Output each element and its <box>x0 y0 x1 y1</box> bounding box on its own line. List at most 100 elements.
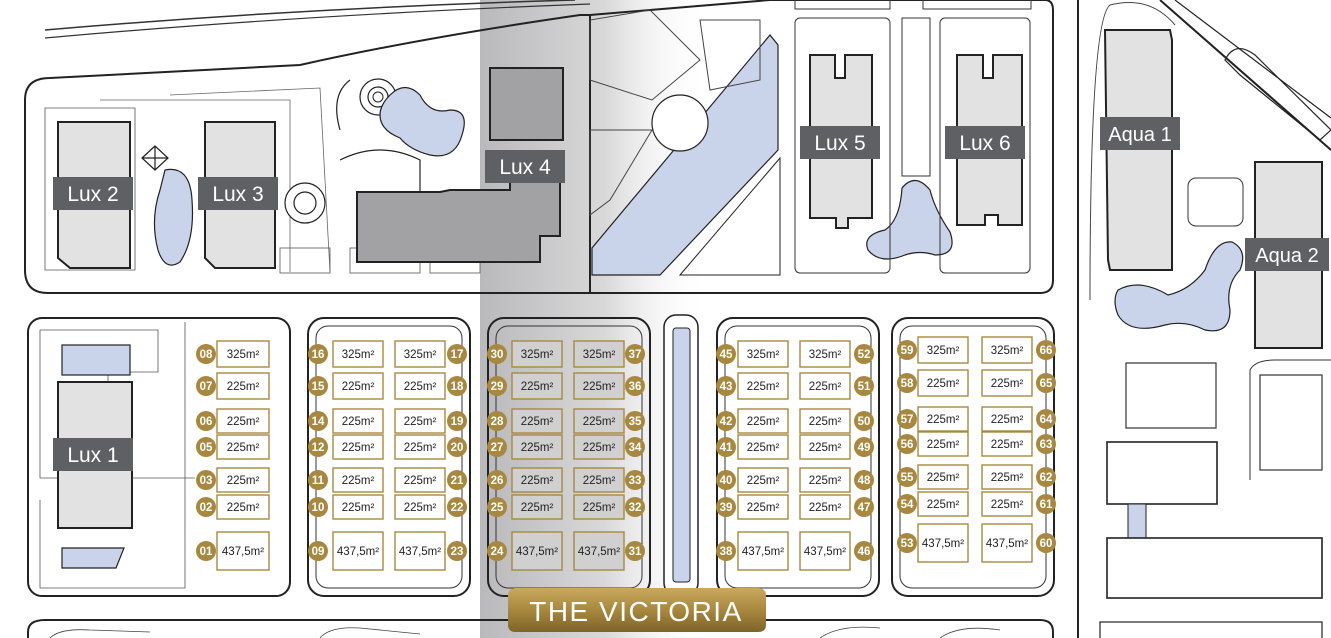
lot-number-badge <box>447 376 467 396</box>
walkway <box>336 79 351 131</box>
label-aqua1-text: Aqua 1 <box>1108 124 1171 146</box>
label-lux4[interactable]: Lux 4 <box>485 150 565 183</box>
lot-plot <box>511 434 563 460</box>
lot-plot <box>737 531 789 571</box>
label-lux5-text: Lux 5 <box>814 132 865 155</box>
lot-number: 53 <box>901 538 914 550</box>
pond <box>61 547 125 569</box>
lot-number-badge <box>447 497 467 517</box>
label-lux3[interactable]: Lux 3 <box>198 177 278 210</box>
lot-number-badge <box>897 494 917 514</box>
lot-number: 51 <box>858 381 871 393</box>
lot-number-badge <box>196 376 216 396</box>
label-aqua1[interactable]: Aqua 1 <box>1100 117 1180 150</box>
label-aqua2[interactable]: Aqua 2 <box>1245 238 1329 271</box>
lot-area: 437,5m² <box>578 546 620 558</box>
lot-area: 225m² <box>809 502 842 514</box>
label-lux1[interactable]: Lux 1 <box>53 438 133 471</box>
label-lux6[interactable]: Lux 6 <box>945 126 1025 159</box>
lot-number: 59 <box>901 345 914 357</box>
lot-area: 225m² <box>809 475 842 487</box>
label-lux3-text: Lux 3 <box>212 183 263 206</box>
lot-number: 50 <box>858 416 871 428</box>
lot-number: 24 <box>491 546 504 558</box>
lot-number-badge <box>447 541 467 561</box>
lot-number-badge <box>897 533 917 553</box>
lot-block-5-inner <box>899 325 1047 589</box>
lot-area: 225m² <box>404 442 437 454</box>
lot-number-badge <box>487 497 507 517</box>
label-lux2[interactable]: Lux 2 <box>53 177 133 210</box>
label-lux5[interactable]: Lux 5 <box>800 126 880 159</box>
lot-plot <box>799 340 851 368</box>
walkway <box>44 107 136 271</box>
parking <box>939 17 1031 274</box>
lot-number-badge <box>308 541 328 561</box>
lot-area: 325m² <box>747 349 780 361</box>
